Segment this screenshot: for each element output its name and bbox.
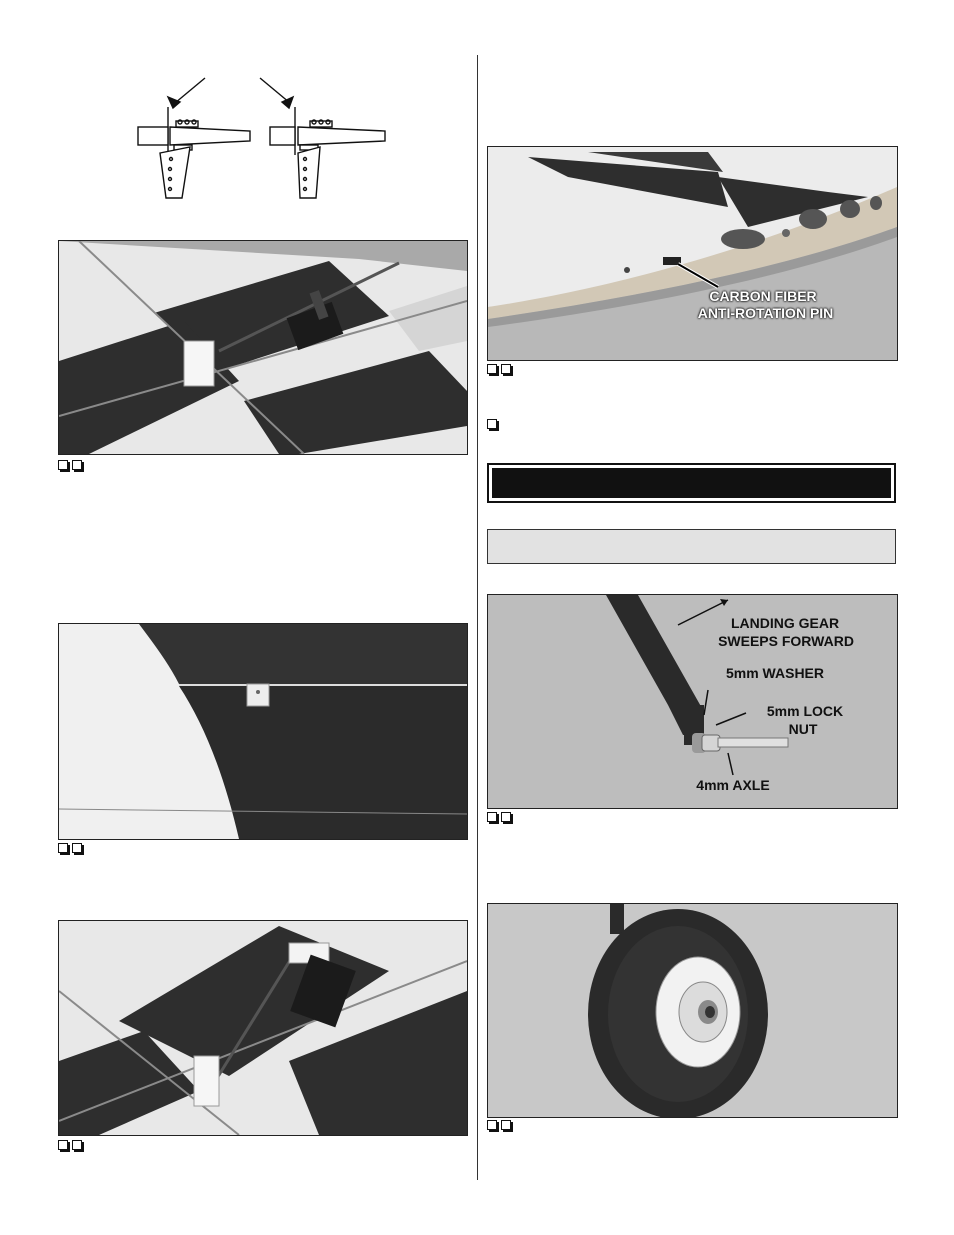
checkbox-pair[interactable] [487, 812, 511, 822]
subsection-header [487, 529, 896, 564]
checkbox[interactable] [58, 1140, 68, 1150]
wheel-photo-icon [488, 904, 897, 1117]
column-divider [477, 55, 478, 1180]
checkbox-pair[interactable] [487, 364, 511, 374]
section-header [487, 463, 896, 503]
checkbox[interactable] [501, 812, 511, 822]
checkbox[interactable] [501, 364, 511, 374]
checkbox[interactable] [487, 419, 497, 429]
checkbox[interactable] [487, 812, 497, 822]
gear-label-nut-1: 5mm LOCK [766, 703, 844, 719]
checkbox[interactable] [72, 843, 82, 853]
control-horn-diagram-icon [137, 77, 386, 199]
checkbox-pair[interactable] [487, 1120, 511, 1130]
checkbox[interactable] [501, 1120, 511, 1130]
checkbox[interactable] [72, 1140, 82, 1150]
checkbox-pair[interactable] [58, 1140, 82, 1150]
photo-wheel [487, 903, 898, 1118]
pin-label-line1: CARBON FIBER [709, 288, 817, 304]
photo-wing-pin: CARBON FIBER ANTI-ROTATION PIN [487, 146, 898, 361]
gear-label-sweep-1: LANDING GEAR [730, 615, 840, 631]
gear-label-sweep-2: SWEEPS FORWARD [718, 633, 854, 649]
gear-label-washer: 5mm WASHER [725, 665, 825, 681]
checkbox[interactable] [72, 460, 82, 470]
checkbox[interactable] [58, 843, 68, 853]
hinge-diagram [130, 75, 390, 200]
gear-label-axle: 4mm AXLE [696, 777, 770, 793]
wing-root-photo-icon [488, 147, 897, 360]
checkbox-pair[interactable] [58, 843, 82, 853]
pin-label-line2: ANTI-ROTATION PIN [697, 305, 834, 321]
wing-hinge-photo-icon [59, 624, 467, 839]
gear-label-nut-2: NUT [788, 721, 818, 737]
landing-gear-photo-icon [488, 595, 897, 808]
photo-servo-top [58, 240, 468, 455]
checkbox[interactable] [58, 460, 68, 470]
checkbox[interactable] [487, 364, 497, 374]
checkbox[interactable] [487, 1120, 497, 1130]
photo-wing-hinge [58, 623, 468, 840]
checkbox-single[interactable] [487, 419, 497, 429]
checkbox-pair[interactable] [58, 460, 82, 470]
photo-landing-gear: LANDING GEAR SWEEPS FORWARD 5mm WASHER 5… [487, 594, 898, 809]
servo-pushrod-photo-icon [59, 921, 467, 1135]
servo-pushrod-photo-icon [59, 241, 467, 454]
photo-servo-lower [58, 920, 468, 1136]
